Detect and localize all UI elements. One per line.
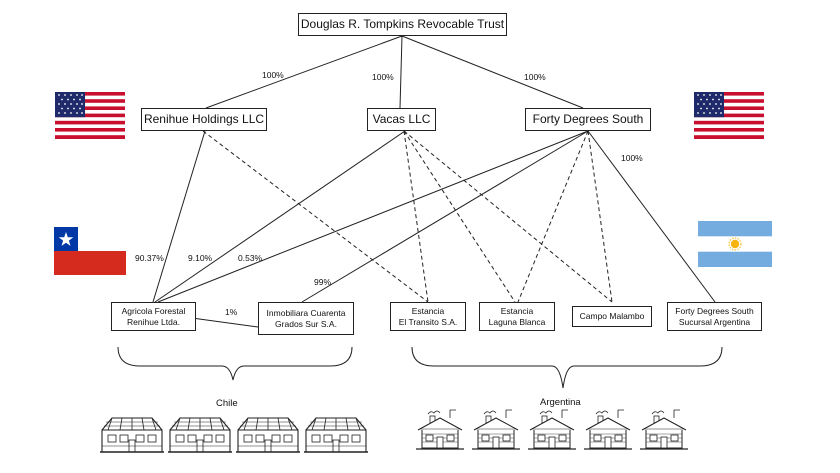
barn-icon (303, 417, 369, 453)
line-renihue-agricola (152, 130, 206, 303)
dashed-renihue-transito (202, 130, 429, 303)
line-forty-agricola (157, 130, 589, 303)
chile-houses (100, 417, 369, 453)
agricola-forestal-node: Agricola Forestal Renihue Ltda. (111, 302, 196, 331)
vacas-node: Vacas LLC (367, 108, 436, 131)
pct-agricola-inmobiliaria: 1% (225, 307, 238, 317)
dashed-vacas-malambo (403, 130, 613, 303)
chile-label: Chile (216, 398, 238, 409)
line-forty-sucursal (587, 130, 716, 303)
cottage-icon (639, 409, 689, 450)
pct-renihue-agricola: 90.37% (135, 253, 164, 263)
estancia-laguna-blanca-node: Estancia Laguna Blanca (479, 302, 555, 331)
chile-brace (117, 346, 353, 381)
cottage-icon (471, 409, 521, 450)
cottage-icon (527, 409, 577, 450)
argentina-flag (698, 221, 772, 267)
usa-flag-right (694, 92, 764, 139)
barn-icon (167, 417, 233, 453)
estancia-el-transito-node: Estancia El Transito S.A. (390, 302, 466, 331)
line-agricola-inmobiliaria (191, 317, 259, 328)
forty-degrees-south-node: Forty Degrees South (525, 108, 651, 131)
dashed-forty-laguna (517, 130, 589, 303)
line-forty-inmobiliaria (301, 130, 589, 303)
sucursal-argentina-node: Forty Degrees South Sucursal Argentina (667, 302, 762, 331)
pct-trust-vacas: 100% (372, 72, 394, 82)
line-trust-forty (401, 35, 584, 109)
argentina-brace (411, 346, 723, 389)
pct-trust-forty: 100% (524, 72, 546, 82)
dashed-vacas-transito (403, 130, 429, 303)
barn-icon (235, 417, 301, 453)
inmobiliaria-node: Inmobiliara Cuarenta Grados Sur S.A. (258, 302, 354, 335)
dashed-forty-malambo (587, 130, 613, 303)
renihue-holdings-node: Renihue Holdings LLC (141, 108, 267, 131)
chile-flag (54, 227, 126, 275)
pct-forty-agricola: 0.53% (238, 253, 263, 263)
argentina-label: Argentina (540, 397, 581, 408)
pct-forty-sucursal: 100% (621, 153, 643, 163)
pct-vacas-agricola: 9.10% (188, 253, 213, 263)
barn-icon (100, 417, 165, 453)
usa-flag-left (55, 92, 125, 139)
argentina-houses (415, 409, 689, 450)
line-trust-renihue (205, 35, 403, 109)
line-vacas-agricola (154, 130, 406, 303)
dashed-vacas-laguna (403, 130, 516, 303)
pct-forty-inmobiliaria: 99% (314, 277, 332, 287)
campo-malambo-node: Campo Malambo (572, 306, 652, 327)
cottage-icon (415, 409, 465, 450)
line-trust-vacas (399, 35, 403, 109)
pct-trust-renihue: 100% (262, 70, 284, 80)
cottage-icon (583, 409, 633, 450)
trust-node: Douglas R. Tompkins Revocable Trust (298, 13, 507, 36)
